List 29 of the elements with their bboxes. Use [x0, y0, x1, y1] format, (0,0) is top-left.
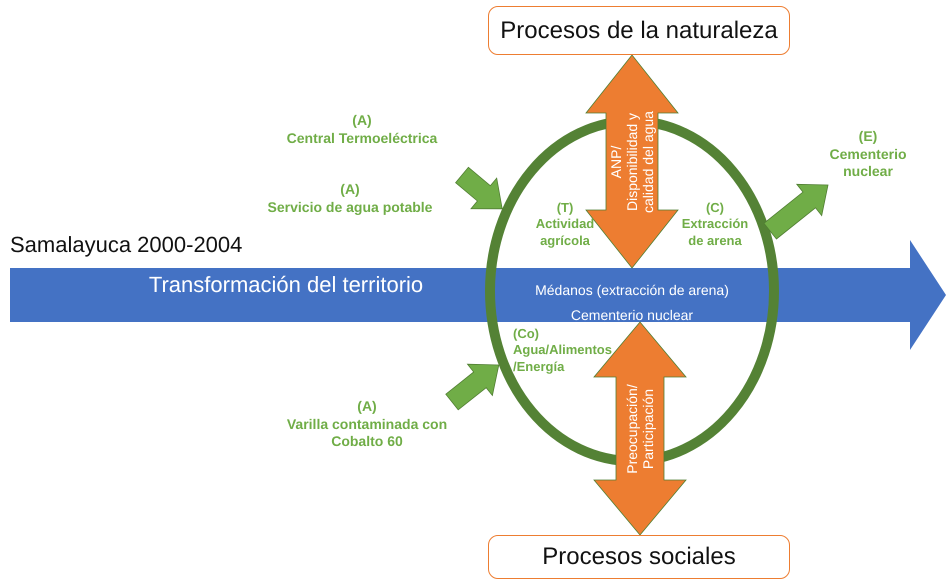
- box-title: Procesos de la naturaleza: [500, 16, 778, 44]
- arrow: [445, 364, 500, 410]
- edge-label: Preocupación/ Participación: [624, 382, 656, 476]
- edge-label: ANP/ Disponibilidad y calidad del agua: [608, 110, 656, 214]
- item-label: Actividad agrícola: [534, 216, 596, 249]
- category-tag: (T): [556, 200, 574, 216]
- category-tag: (Co): [513, 326, 539, 342]
- category-tag: (E): [858, 128, 878, 146]
- category-tag: (A): [357, 398, 377, 416]
- category-tag: (A): [352, 112, 372, 130]
- box-title: Procesos sociales: [542, 543, 736, 571]
- process-box: [488, 535, 790, 579]
- band-label: Cementerio nuclear: [570, 306, 694, 325]
- band-label: Transformación del territorio: [148, 272, 424, 298]
- category-tag: (A): [340, 181, 360, 198]
- item-label: Servicio de agua potable: [268, 198, 432, 216]
- arrow: [455, 166, 503, 210]
- item-label: Cementerio nuclear: [828, 146, 908, 180]
- arrow: [763, 184, 828, 240]
- process-box: [488, 6, 790, 55]
- double-arrow: [585, 54, 679, 269]
- band-label: Médanos (extracción de arena): [535, 281, 729, 300]
- item-label: Agua/Alimentos /Energía: [513, 342, 613, 375]
- item-label: Central Termoeléctrica: [286, 130, 438, 147]
- diagram-title: Samalayuca 2000-2004: [10, 232, 242, 258]
- item-label: Extracción de arena: [680, 216, 750, 249]
- item-label: Varilla contaminada con Cobalto 60: [286, 416, 448, 450]
- category-tag: (C): [706, 200, 724, 216]
- double-arrow: [593, 321, 687, 536]
